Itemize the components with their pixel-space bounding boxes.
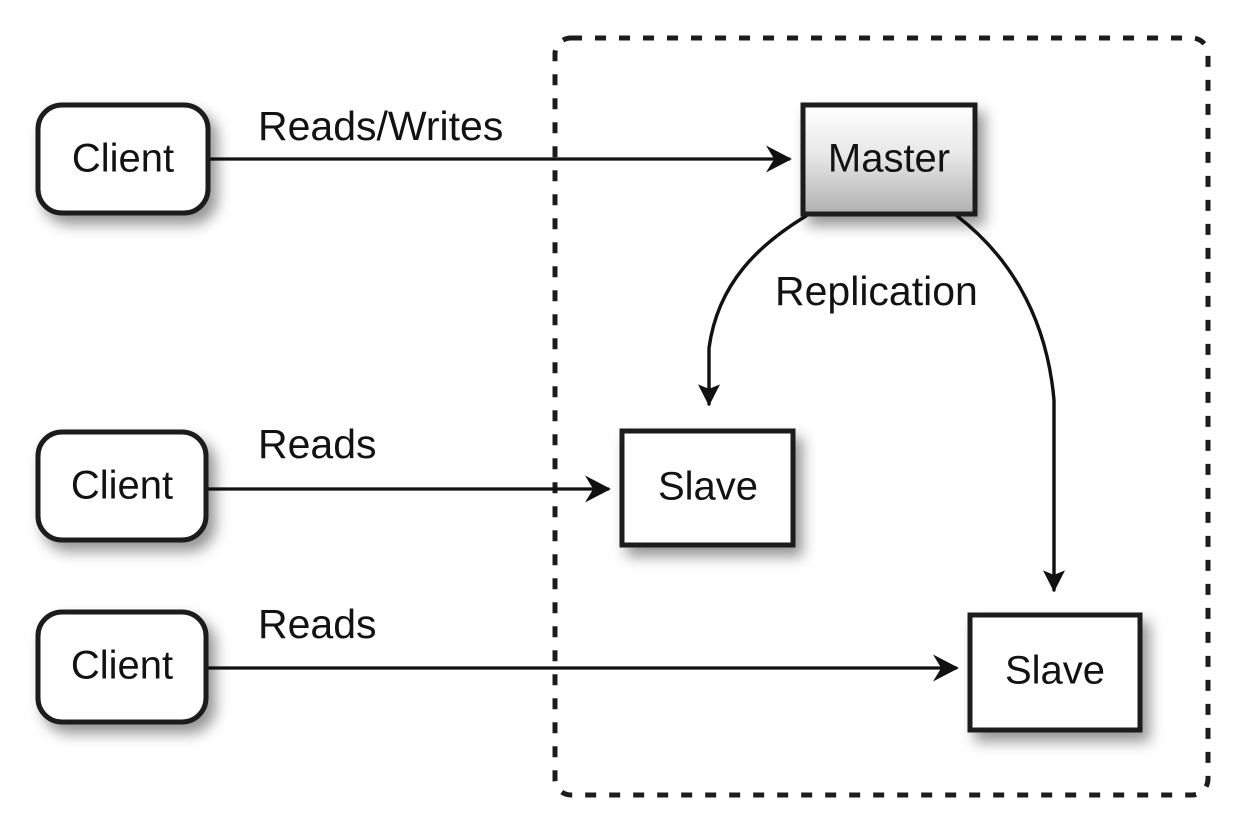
slave-middle-label: Slave: [658, 465, 758, 509]
client-middle-label: Client: [71, 464, 173, 508]
client-top-label: Client: [72, 137, 174, 181]
edge-label-reads-bottom: Reads: [258, 601, 377, 647]
master-label: Master: [828, 137, 950, 181]
slave-middle-box[interactable]: [619, 428, 796, 548]
edge-label-replication: Replication: [775, 268, 978, 314]
client-bottom-box[interactable]: [35, 609, 209, 725]
node-slave-bottom[interactable]: Slave: [967, 612, 1143, 733]
client-middle-box[interactable]: [35, 429, 209, 543]
node-slave-middle[interactable]: Slave: [619, 428, 796, 548]
node-master[interactable]: Master: [800, 102, 978, 217]
server-cluster-boundary: [552, 35, 1211, 798]
master-box[interactable]: [800, 102, 978, 217]
slave-bottom-label: Slave: [1005, 649, 1105, 693]
node-client-top[interactable]: Client: [35, 102, 211, 216]
edge-master-to-slave-bottom: [955, 214, 1066, 593]
edge-label-reads-writes: Reads/Writes: [258, 103, 503, 149]
edge-label-reads-middle: Reads: [258, 421, 377, 467]
node-client-middle[interactable]: Client: [35, 429, 209, 543]
client-bottom-label: Client: [71, 644, 173, 688]
client-top-box[interactable]: [35, 102, 211, 216]
node-client-bottom[interactable]: Client: [35, 609, 209, 725]
edge-master-to-slave-middle: [697, 214, 808, 407]
slave-bottom-box[interactable]: [967, 612, 1143, 733]
